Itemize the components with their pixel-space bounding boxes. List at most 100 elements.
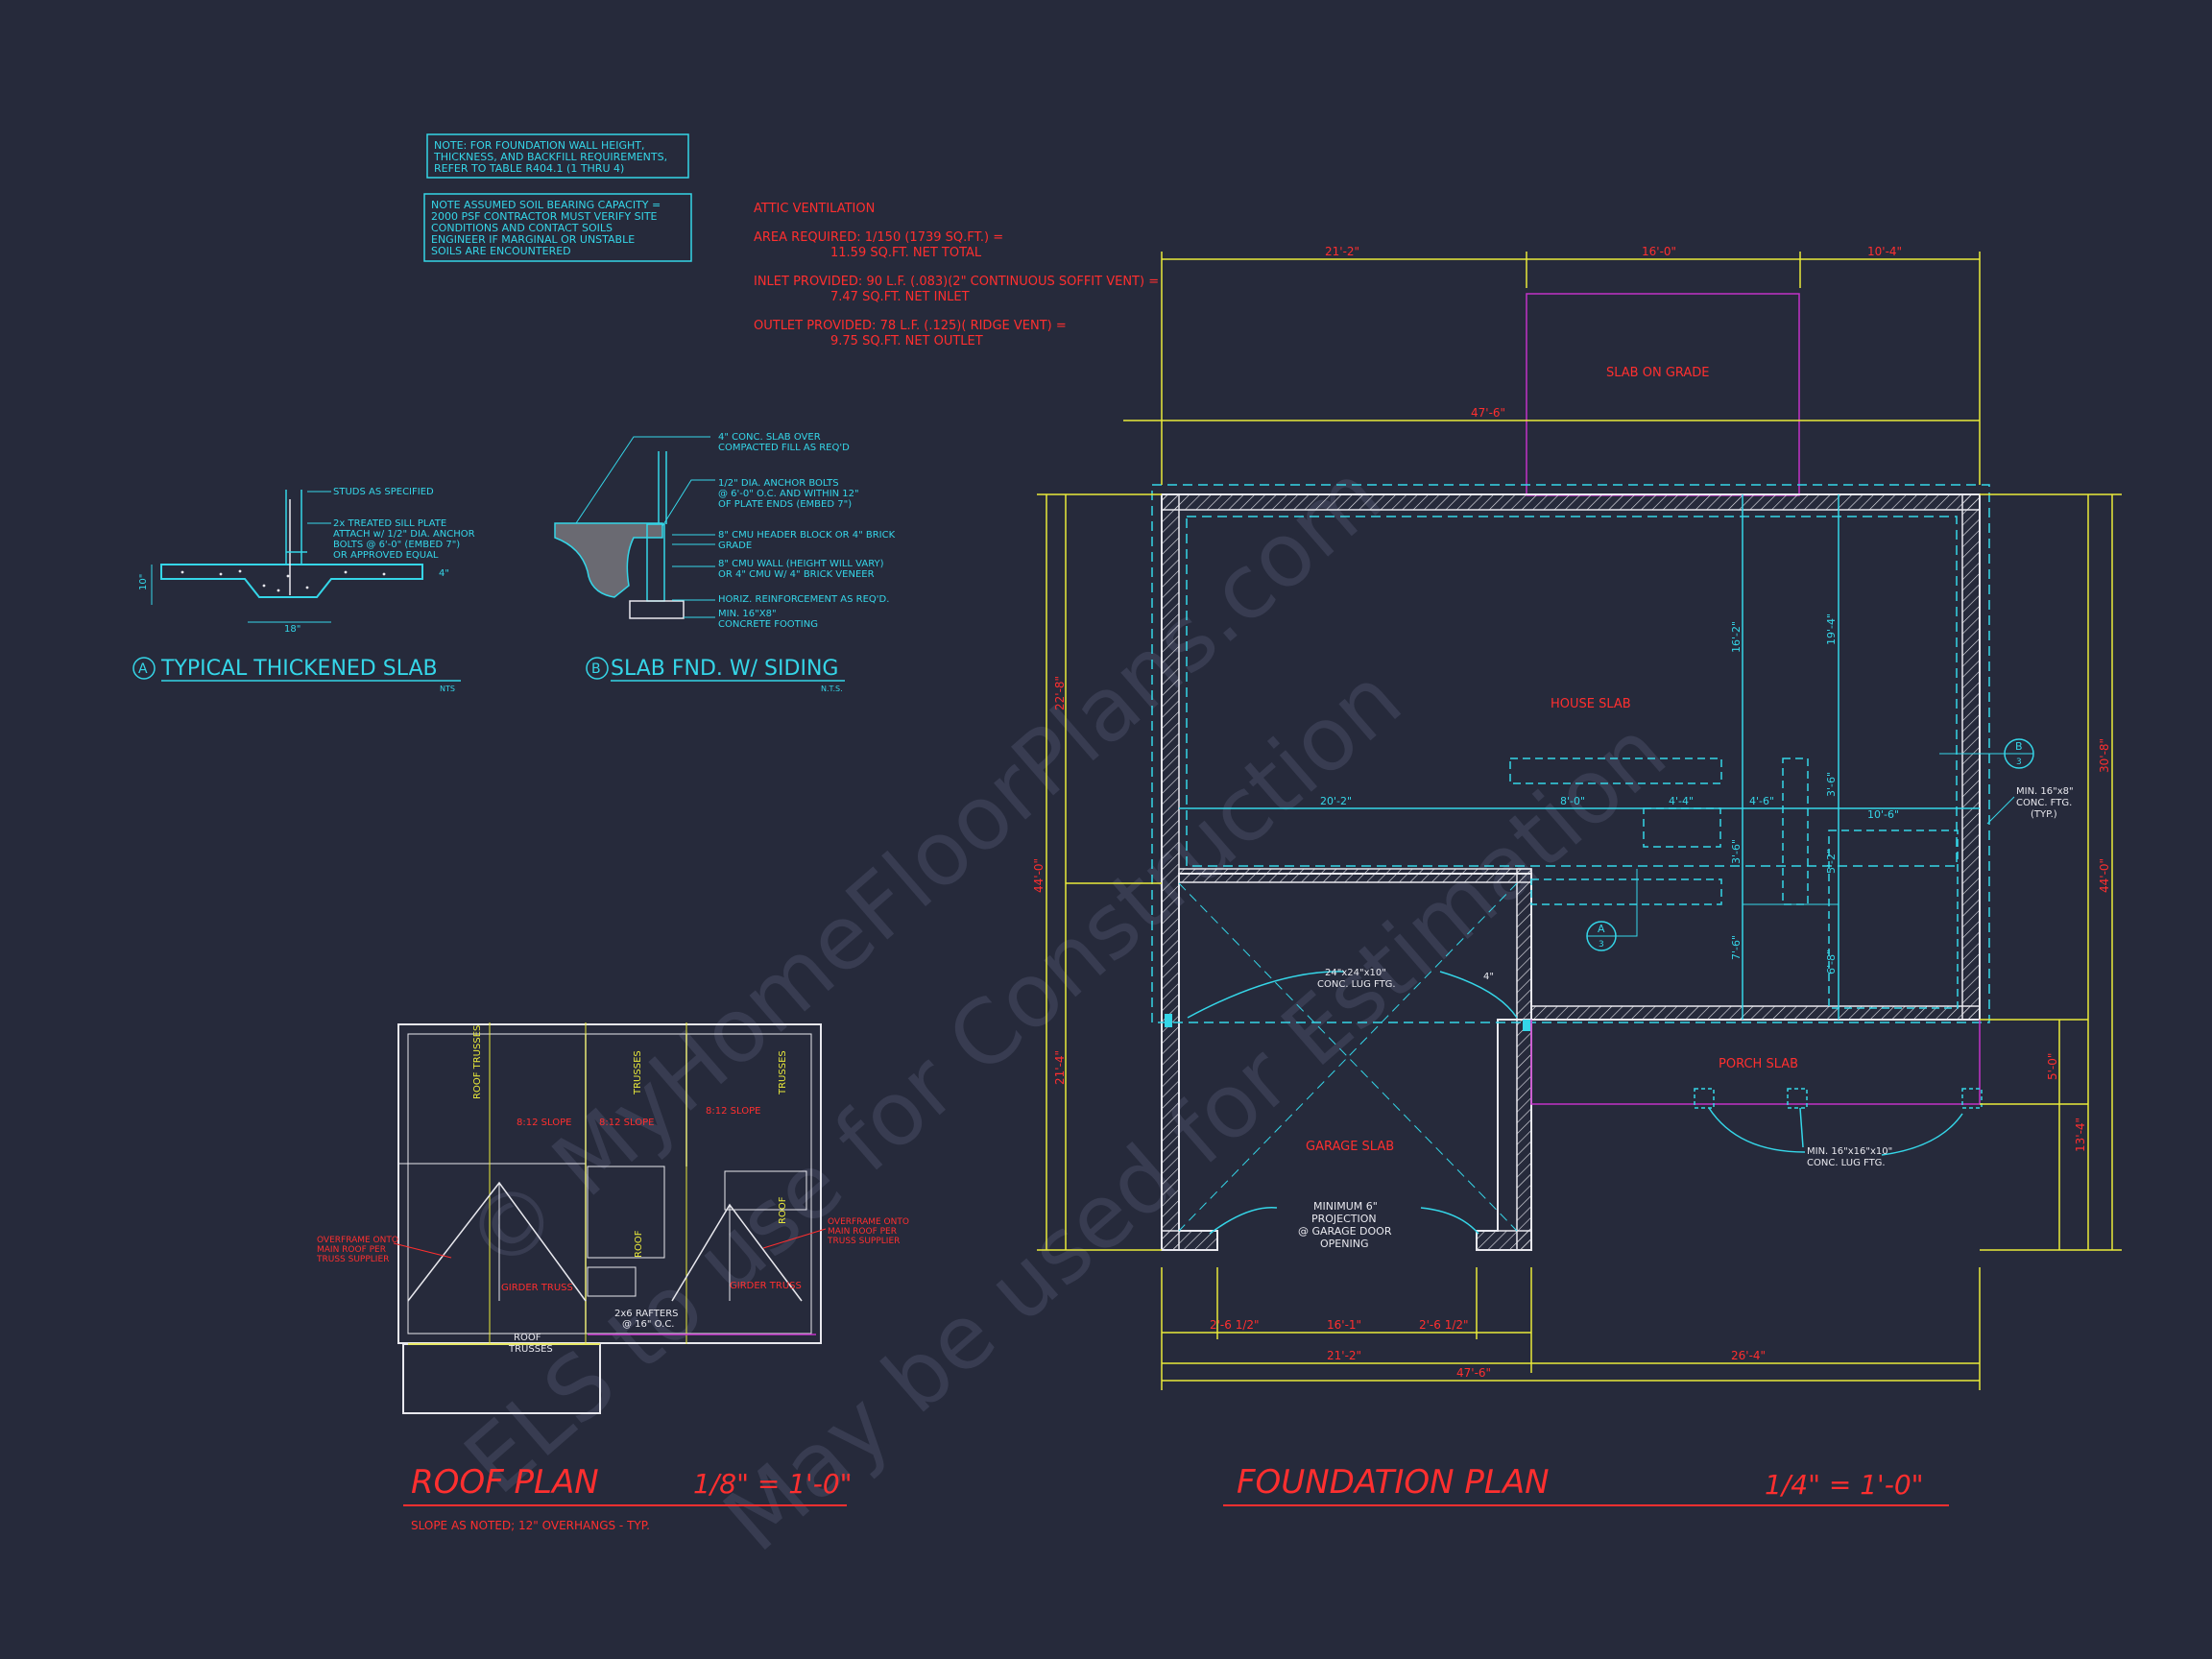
detail-a-note: BOLTS @ 6'-0" (EMBED 7") bbox=[333, 540, 460, 550]
porch-ftg-label: MIN. 16"x16"x10" bbox=[1807, 1146, 1892, 1157]
roof-label: TRUSSES bbox=[778, 1050, 788, 1095]
note-line: REFER TO TABLE R404.1 (1 THRU 4) bbox=[434, 162, 624, 175]
interior-dim: 20'-2" bbox=[1320, 795, 1352, 807]
slab-on-grade-label: SLAB ON GRADE bbox=[1606, 366, 1710, 380]
foundation-wall-note: NOTE: FOR FOUNDATION WALL HEIGHT, THICKN… bbox=[426, 133, 689, 179]
detail-b-note: MIN. 16"X8" bbox=[718, 609, 777, 619]
bottom-dim: 47'-6" bbox=[1456, 1366, 1491, 1380]
interior-dim: 16'-2" bbox=[1730, 621, 1743, 653]
detail-a-note: STUDS AS SPECIFIED bbox=[333, 487, 434, 497]
detail-b-note: COMPACTED FILL AS REQ'D bbox=[718, 443, 850, 453]
girder-truss-label: GIRDER TRUSS bbox=[501, 1283, 573, 1293]
detail-a-scale: NTS bbox=[440, 685, 455, 693]
interior-dim: 7'-6" bbox=[1730, 935, 1743, 960]
roof-label: ROOF bbox=[634, 1230, 644, 1258]
rafters-label: 2x6 RAFTERS bbox=[614, 1309, 679, 1319]
min-ftg-label: MIN. 16"x8" bbox=[2016, 786, 2074, 797]
note-line: NOTE: FOR FOUNDATION WALL HEIGHT, bbox=[434, 139, 644, 152]
top-dim: 16'-0" bbox=[1642, 245, 1676, 258]
detail-a-note: ATTACH w/ 1/2" DIA. ANCHOR bbox=[333, 529, 475, 540]
garage-door-note: @ GARAGE DOOR bbox=[1298, 1225, 1392, 1238]
detail-b-scale: N.T.S. bbox=[821, 685, 843, 693]
detail-b-title: SLAB FND. W/ SIDING bbox=[611, 657, 838, 681]
foundation-plan: SLAB ON GRADE bbox=[1032, 245, 2122, 1506]
rafters-label: @ 16" O.C. bbox=[622, 1319, 675, 1330]
top-dim: 47'-6" bbox=[1471, 406, 1505, 420]
roof-plan-title: ROOF PLAN bbox=[411, 1463, 599, 1502]
right-dim: 30'-8" bbox=[2098, 738, 2111, 773]
lug-ftg-label: CONC. LUG FTG. bbox=[1317, 979, 1396, 990]
detail-b-slab-siding: 4" CONC. SLAB OVER COMPACTED FILL AS REQ… bbox=[554, 432, 896, 693]
left-dim: 21'-4" bbox=[1053, 1050, 1067, 1085]
top-dim: 21'-2" bbox=[1325, 245, 1359, 258]
roof-label: TRUSSES bbox=[508, 1344, 553, 1355]
roof-plan-subtitle: SLOPE AS NOTED; 12" OVERHANGS - TYP. bbox=[411, 1519, 650, 1532]
detail-b-note: OF PLATE ENDS (EMBED 7") bbox=[718, 499, 852, 510]
attic-inlet-line: 7.47 SQ.FT. NET INLET bbox=[830, 290, 970, 304]
section-tag-num: 3 bbox=[2016, 757, 2022, 767]
roof-label: ROOF bbox=[514, 1333, 541, 1343]
attic-title: ATTIC VENTILATION bbox=[754, 202, 875, 216]
roof-label: TRUSSES bbox=[633, 1050, 643, 1095]
attic-area-line: AREA REQUIRED: 1/150 (1739 SQ.FT.) = bbox=[754, 230, 1003, 245]
left-dim: 22'-8" bbox=[1053, 676, 1067, 710]
interior-dim: 19'-4" bbox=[1825, 613, 1838, 645]
overframe-left: TRUSS SUPPLIER bbox=[316, 1255, 389, 1264]
overframe-right: MAIN ROOF PER bbox=[828, 1227, 897, 1237]
house-slab-label: HOUSE SLAB bbox=[1551, 697, 1631, 711]
overframe-left: OVERFRAME ONTO bbox=[317, 1236, 398, 1245]
note-line: CONDITIONS AND CONTACT SOILS bbox=[431, 222, 613, 234]
detail-b-note: 8" CMU WALL (HEIGHT WILL VARY) bbox=[718, 559, 884, 569]
top-dim: 10'-4" bbox=[1867, 245, 1902, 258]
interior-dim: 4'-6" bbox=[1749, 795, 1774, 807]
min-ftg-label: CONC. FTG. bbox=[2016, 798, 2072, 808]
note-line: 2000 PSF CONTRACTOR MUST VERIFY SITE bbox=[431, 210, 658, 223]
porch-slab-label: PORCH SLAB bbox=[1719, 1057, 1798, 1071]
right-dim: 44'-0" bbox=[2098, 858, 2111, 893]
interior-dim: 8'-0" bbox=[1560, 795, 1585, 807]
girder-truss-label: GIRDER TRUSS bbox=[730, 1281, 802, 1291]
bottom-dim: 2'-6 1/2" bbox=[1210, 1318, 1260, 1332]
right-dim: 13'-4" bbox=[2074, 1118, 2087, 1152]
detail-a-tag: A bbox=[138, 661, 148, 677]
roof-plan-scale: 1/8" = 1'-0" bbox=[693, 1468, 853, 1500]
roof-slope: 8:12 SLOPE bbox=[706, 1106, 760, 1117]
interior-dim: 3'-6" bbox=[1730, 839, 1743, 864]
bottom-dim: 16'-1" bbox=[1327, 1318, 1361, 1332]
detail-b-note: 4" CONC. SLAB OVER bbox=[718, 432, 821, 443]
detail-b-note: HORIZ. REINFORCEMENT AS REQ'D. bbox=[718, 594, 889, 605]
detail-a-title: TYPICAL THICKENED SLAB bbox=[160, 657, 438, 681]
detail-b-note: @ 6'-0" O.C. AND WITHIN 12" bbox=[718, 489, 859, 499]
lug-ftg-label: 24"x24"x10" bbox=[1325, 968, 1386, 978]
detail-b-note: 8" CMU HEADER BLOCK OR 4" BRICK bbox=[718, 530, 896, 541]
attic-area-line: 11.59 SQ.FT. NET TOTAL bbox=[830, 246, 982, 260]
roof-label: ROOF TRUSSES bbox=[472, 1025, 483, 1099]
detail-b-note: 1/2" DIA. ANCHOR BOLTS bbox=[718, 478, 839, 489]
left-dim: 44'-0" bbox=[1032, 858, 1046, 893]
note-line: THICKNESS, AND BACKFILL REQUIREMENTS, bbox=[433, 151, 667, 163]
detail-a-note: 2x TREATED SILL PLATE bbox=[333, 518, 446, 529]
attic-inlet-line: INLET PROVIDED: 90 L.F. (.083)(2" CONTIN… bbox=[754, 275, 1159, 289]
bottom-dim: 21'-2" bbox=[1327, 1349, 1361, 1362]
attic-ventilation-notes: ATTIC VENTILATION AREA REQUIRED: 1/150 (… bbox=[754, 202, 1159, 349]
section-tag-num: 3 bbox=[1599, 940, 1604, 950]
note-line: NOTE ASSUMED SOIL BEARING CAPACITY = bbox=[431, 199, 661, 211]
note-line: ENGINEER IF MARGINAL OR UNSTABLE bbox=[431, 233, 635, 246]
interior-dim: 5'-2" bbox=[1825, 849, 1838, 874]
attic-outlet-line: 9.75 SQ.FT. NET OUTLET bbox=[830, 334, 983, 349]
foundation-plan-title: FOUNDATION PLAN bbox=[1237, 1463, 1550, 1502]
detail-b-tag: B bbox=[591, 661, 601, 677]
detail-b-note: GRADE bbox=[718, 541, 752, 551]
min-ftg-label: (TYP.) bbox=[2031, 809, 2057, 820]
overframe-right: TRUSS SUPPLIER bbox=[827, 1237, 900, 1246]
soil-bearing-note: NOTE ASSUMED SOIL BEARING CAPACITY = 200… bbox=[423, 193, 692, 262]
right-dim: 5'-0" bbox=[2046, 1053, 2059, 1080]
roof-slope: 8:12 SLOPE bbox=[517, 1118, 571, 1128]
garage-door-note: PROJECTION bbox=[1311, 1213, 1377, 1225]
detail-a-dim-slab: 4" bbox=[439, 568, 449, 579]
detail-a-dim-height: 10" bbox=[138, 574, 149, 590]
attic-outlet-line: OUTLET PROVIDED: 78 L.F. (.125)( RIDGE V… bbox=[754, 319, 1067, 333]
interior-dim: 10'-6" bbox=[1867, 808, 1899, 821]
interior-dim: 3'-6" bbox=[1825, 772, 1838, 797]
